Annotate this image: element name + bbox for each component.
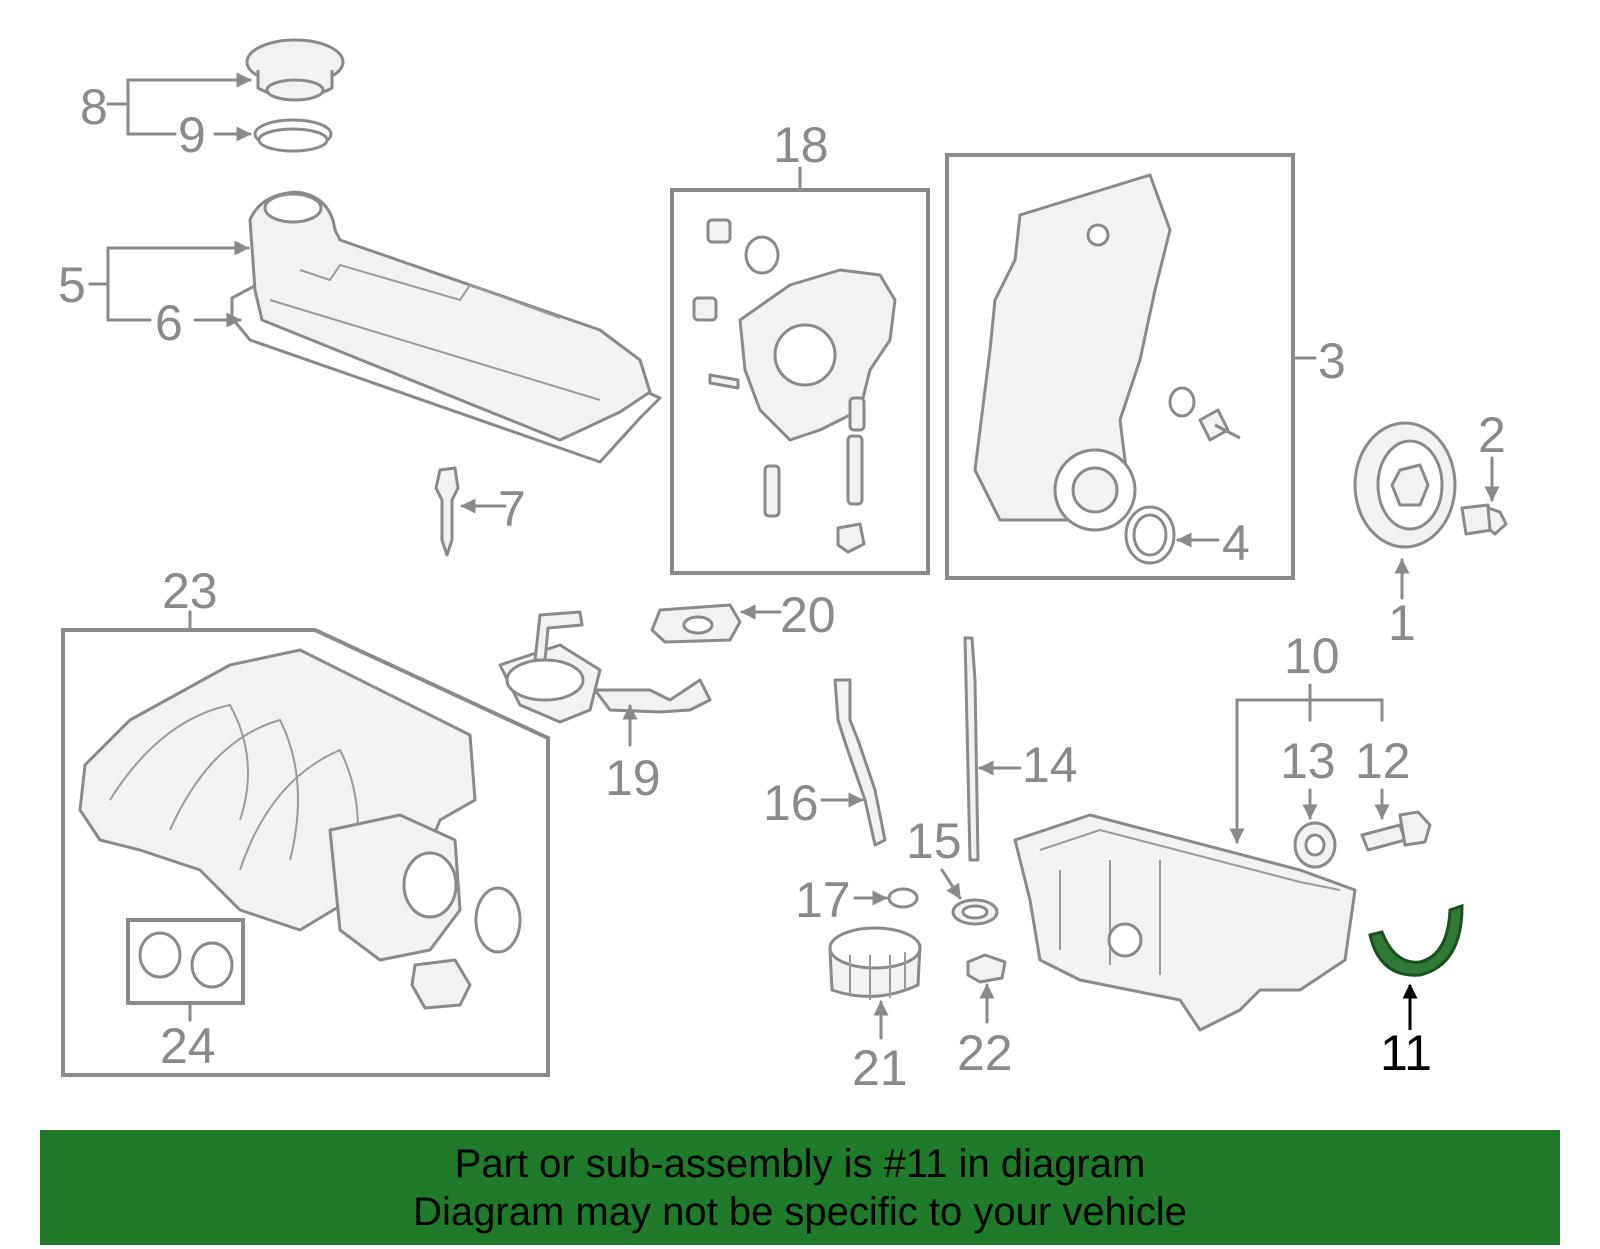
dipstick-tube <box>833 678 887 847</box>
callout-8: 8 <box>80 79 108 135</box>
crankshaft-oil-seal <box>1124 505 1176 565</box>
stud-bolt <box>434 466 460 557</box>
callout-21: 21 <box>852 1040 908 1096</box>
oil-pressure-switch <box>966 953 1007 984</box>
oil-pump-assembly <box>692 218 897 554</box>
intake-manifold <box>78 648 522 1010</box>
pulley-bolt <box>1460 503 1508 536</box>
parts-diagram-svg: 1 2 3 4 5 6 7 8 9 10 11 12 13 14 15 16 1… <box>58 38 1508 1096</box>
oil-strainer <box>498 610 712 724</box>
oil-pan <box>1013 813 1357 1032</box>
leader-15 <box>940 868 962 900</box>
callout-7: 7 <box>498 481 526 537</box>
callout-13: 13 <box>1280 733 1336 789</box>
banner-line-2: Diagram may not be specific to your vehi… <box>413 1189 1187 1234</box>
callout-3: 3 <box>1318 333 1346 389</box>
callout-14: 14 <box>1022 737 1078 793</box>
drain-washer <box>951 898 999 926</box>
o-ring <box>887 887 919 909</box>
oil-pan-seal-highlighted <box>1368 903 1464 977</box>
oil-filler-cap <box>245 38 345 102</box>
part-info-banner: Part or sub-assembly is #11 in diagram D… <box>40 1130 1560 1245</box>
callout-22: 22 <box>957 1025 1013 1081</box>
callout-24: 24 <box>160 1018 216 1074</box>
cylinder-head-cover <box>230 190 662 464</box>
drain-plug-bolt <box>1360 810 1432 852</box>
callout-11: 11 <box>1380 1025 1432 1081</box>
banner-line-1: Part or sub-assembly is #11 in diagram <box>454 1141 1146 1186</box>
crankshaft-pulley <box>1353 421 1457 549</box>
callout-19: 19 <box>605 750 661 806</box>
oil-filter <box>828 926 922 1000</box>
callout-20: 20 <box>780 587 836 643</box>
callout-10: 10 <box>1284 628 1340 684</box>
manifold-gaskets <box>138 931 234 989</box>
parts-diagram: 1 2 3 4 5 6 7 8 9 10 11 12 13 14 15 16 1… <box>58 38 1508 1096</box>
callout-4: 4 <box>1222 515 1250 571</box>
oil-dipstick <box>963 636 980 862</box>
cap-seal-ring <box>253 118 333 153</box>
callout-17: 17 <box>795 872 851 928</box>
callout-9: 9 <box>178 107 206 163</box>
drain-plug-washer <box>1293 821 1337 869</box>
callout-1: 1 <box>1388 595 1416 651</box>
timing-chain-cover <box>973 173 1241 532</box>
callout-15: 15 <box>906 813 962 869</box>
callout-16: 16 <box>763 775 819 831</box>
callout-23: 23 <box>162 563 218 619</box>
callout-5: 5 <box>58 257 86 313</box>
callout-2: 2 <box>1478 407 1506 463</box>
callout-12: 12 <box>1355 733 1411 789</box>
callout-6: 6 <box>155 295 183 351</box>
callout-18: 18 <box>773 117 829 173</box>
